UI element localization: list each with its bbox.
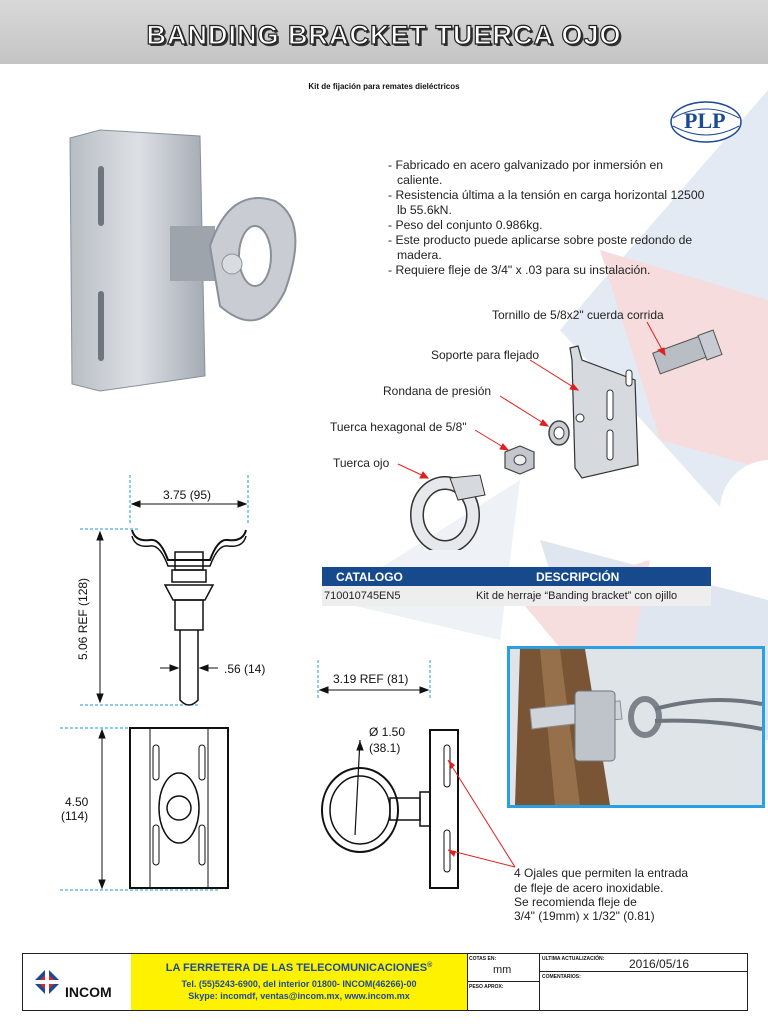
- plp-logo-text: PLP: [684, 108, 726, 133]
- label-tornillo: Tornillo de 5/8x2" cuerda corrida: [492, 308, 664, 322]
- table-header-catalogo: CATALOGO: [322, 567, 466, 586]
- footer-company-cell: LA FERRETERA DE LAS TELECOMUNICACIONES® …: [131, 954, 468, 1010]
- dim-height-ref: 5.06 REF (128): [76, 577, 90, 660]
- label-rondana: Rondana de presión: [383, 384, 492, 398]
- eye-nut-part: [410, 474, 486, 550]
- page-title: BANDING BRACKET TUERCA OJO: [146, 19, 622, 50]
- label-soporte: Soporte para flejado: [431, 348, 540, 362]
- side-view-drawing: [60, 727, 459, 891]
- subtitle: Kit de fijación para remates dieléctrico…: [308, 82, 460, 91]
- dim-eye-1: Ø 1.50: [369, 725, 406, 739]
- dim-height-2: (114): [61, 809, 89, 823]
- footer-logo-cell: INCOM: [23, 954, 132, 1010]
- footer-box: INCOM LA FERRETERA DE LAS TELECOMUNICACI…: [22, 953, 748, 1011]
- table-cell-description: Kit de herraje “Banding bracket” con oji…: [466, 586, 711, 606]
- slot-note-arrows: [447, 759, 516, 868]
- exploded-parts-diagram: [397, 321, 723, 550]
- slot-note-line: Se recomienda fleje de: [514, 895, 637, 909]
- feature-item: - Fabricado en acero galvanizado por inm…: [388, 158, 664, 187]
- peso-label: PESO APROX:: [469, 984, 504, 990]
- label-tuerca-hex: Tuerca hexagonal de 5/8": [330, 420, 467, 434]
- label-tuerca-ojo: Tuerca ojo: [333, 456, 390, 470]
- table-header-descripcion: DESCRIPCIÓN: [466, 567, 711, 586]
- plp-logo: PLP: [669, 96, 743, 148]
- slot-note-line: 4 Ojales que permiten la entrada: [514, 866, 689, 880]
- company-name: LA FERRETERA DE LAS TELECOMUNICACIONES: [165, 962, 428, 974]
- dim-width-top: 3.75 (95): [163, 488, 212, 502]
- dim-height-1: 4.50: [65, 795, 89, 809]
- bracket-part: [569, 345, 639, 479]
- company-phones: Tel. (55)5243-6900, del interior 01800- …: [181, 979, 417, 989]
- table-cell-catalog: 710010745EN5: [322, 586, 466, 606]
- feature-item: - Peso del conjunto 0.986kg.: [388, 218, 543, 232]
- update-label: ULTIMA ACTUALIZACIÓN:: [542, 956, 605, 962]
- footer-cotas-cell: COTAS EN: mm PESO APROX:: [467, 954, 540, 1010]
- header-bar: [0, 0, 768, 64]
- product-photo: [60, 126, 320, 396]
- slot-note-line: 3/4" (19mm) x 1/32" (0.81): [514, 909, 655, 923]
- bolt-part: [652, 329, 723, 375]
- top-dimension-lines: [317, 660, 431, 700]
- incom-brand: INCOM: [65, 984, 112, 1000]
- feature-item: - Requiere fleje de 3/4" x .03 para su i…: [388, 263, 651, 277]
- dim-shank: .56 (14): [224, 662, 266, 676]
- front-view-drawing: [80, 475, 249, 706]
- footer-update-cell: ULTIMA ACTUALIZACIÓN: 2016/05/16 COMENTA…: [539, 954, 747, 1010]
- cotas-label: COTAS EN:: [469, 956, 497, 962]
- comments-label: COMENTARIOS:: [542, 974, 581, 980]
- registered-mark: ®: [427, 962, 433, 969]
- feature-item: - Este producto puede aplicarse sobre po…: [388, 233, 693, 262]
- feature-list: - Fabricado en acero galvanizado por inm…: [388, 158, 708, 278]
- update-value: 2016/05/16: [629, 957, 690, 971]
- catalog-table: CATALOGO DESCRIPCIÓN 710010745EN5 Kit de…: [322, 567, 711, 606]
- feature-item: - Resistencia última a la tensión en car…: [388, 188, 705, 217]
- incom-logo-icon: [33, 968, 61, 996]
- dim-side-ref: 3.19 REF (81): [333, 672, 409, 686]
- company-contact: Skype: incomdf, ventas@incom.mx, www.inc…: [188, 991, 410, 1001]
- installation-photo: [507, 646, 765, 808]
- slot-note-line: de fleje de acero inoxidable.: [514, 881, 664, 895]
- cotas-value: mm: [493, 964, 512, 976]
- dim-eye-2: (38.1): [369, 741, 401, 755]
- table-row: 710010745EN5 Kit de herraje “Banding bra…: [322, 586, 711, 606]
